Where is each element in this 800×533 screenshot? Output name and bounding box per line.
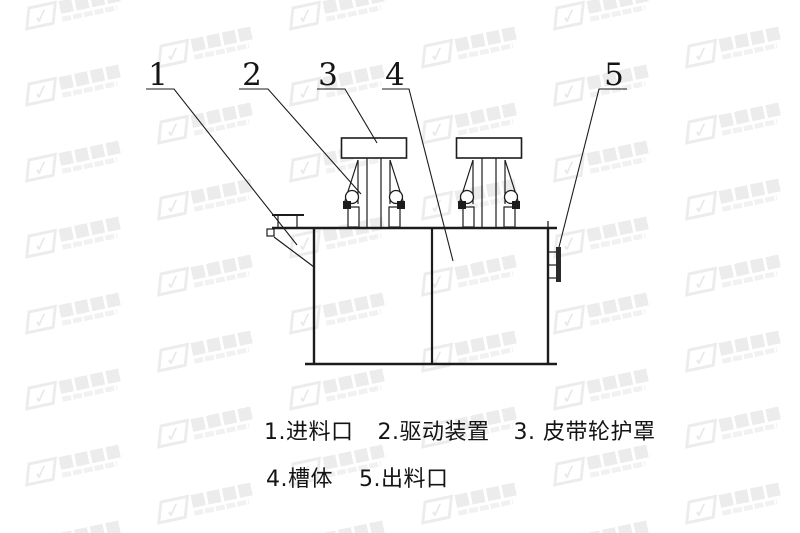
tank-body [272, 221, 557, 366]
legend-row-2: 4.槽体 5.出料口 [264, 467, 655, 493]
drive-unit-2 [455, 137, 523, 228]
leader-line-4 [382, 88, 454, 262]
inlet-bracket [266, 228, 275, 237]
discharge-outlet [548, 247, 561, 282]
feed-inlet [266, 214, 315, 268]
callout-number-4: 4 [385, 57, 405, 93]
callout-number-5: 5 [604, 57, 624, 93]
callout-number-2: 2 [242, 57, 262, 93]
leader-line-3 [317, 88, 378, 144]
callout-number-3: 3 [318, 57, 338, 93]
leader-line-1 [146, 88, 298, 246]
legend-item-discharge-outlet: 5.出料口 [359, 467, 449, 492]
parts-legend: 1.进料口 2.驱动装置 3. 皮带轮护罩 4.槽体 5.出料口 [264, 420, 655, 493]
legend-item-feed-inlet: 1.进料口 [264, 420, 354, 445]
inlet-chute [273, 236, 315, 268]
callout-number-1: 1 [148, 57, 168, 93]
legend-item-tank-body: 4.槽体 [266, 467, 333, 492]
legend-item-drive-device: 2.驱动装置 [377, 420, 490, 445]
legend-row-1: 1.进料口 2.驱动装置 3. 皮带轮护罩 [264, 420, 655, 446]
legend-item-pulley-guard: 3. 皮带轮护罩 [513, 420, 656, 445]
leader-line-5 [558, 88, 627, 248]
outlet-flange [556, 247, 561, 282]
